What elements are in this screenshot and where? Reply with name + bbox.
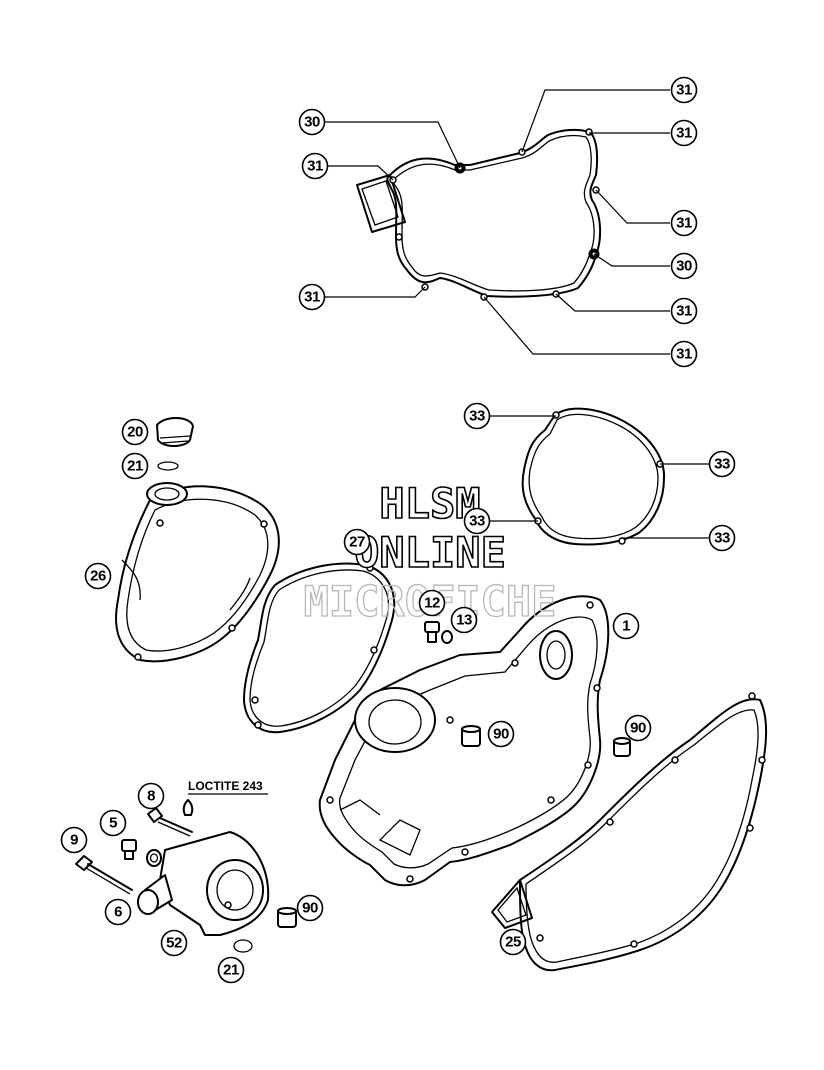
svg-text:8: 8	[147, 788, 155, 805]
bolt-8	[147, 807, 193, 837]
svg-text:26: 26	[90, 568, 106, 585]
svg-text:33: 33	[714, 456, 730, 473]
callout-33b: 33	[708, 450, 736, 478]
callout-21b: 21	[217, 956, 245, 984]
screw-5	[121, 839, 137, 860]
callout-52: 52	[160, 929, 188, 957]
callout-31a: 31	[301, 152, 329, 180]
clutch-cover-gasket	[243, 562, 396, 734]
svg-text:31: 31	[676, 303, 692, 320]
callout-6: 6	[104, 898, 132, 926]
svg-text:13: 13	[456, 612, 472, 629]
o-ring-lower	[233, 939, 253, 953]
oil-filler-plug	[156, 417, 194, 447]
callout-90c: 90	[296, 894, 324, 922]
callout-33c: 33	[463, 507, 491, 535]
svg-text:9: 9	[70, 832, 78, 849]
svg-text:31: 31	[676, 346, 692, 363]
water-pump-cover	[137, 831, 270, 936]
o-ring-upper	[157, 461, 179, 471]
bolt-9	[75, 855, 133, 895]
washer-13	[441, 630, 453, 644]
callout-27: 27	[343, 528, 371, 556]
callout-9: 9	[60, 826, 88, 854]
callout-21a: 21	[121, 452, 149, 480]
svg-text:52: 52	[166, 935, 182, 952]
svg-text:31: 31	[676, 82, 692, 99]
screw-12	[424, 621, 440, 643]
svg-text:5: 5	[109, 815, 117, 832]
callout-30a: 30	[298, 108, 326, 136]
callout-31c: 31	[670, 119, 698, 147]
svg-text:33: 33	[714, 530, 730, 547]
svg-text:90: 90	[493, 726, 509, 743]
svg-text:33: 33	[469, 408, 485, 425]
svg-text:30: 30	[676, 258, 692, 275]
callout-20: 20	[121, 418, 149, 446]
watermark-line-2: ONLINE	[354, 528, 506, 577]
callout-33d: 33	[708, 524, 736, 552]
svg-text:31: 31	[676, 215, 692, 232]
callout-90a: 90	[487, 720, 515, 748]
svg-text:21: 21	[127, 458, 143, 475]
svg-text:21: 21	[223, 962, 239, 979]
callout-8: 8	[137, 782, 165, 810]
callout-5: 5	[99, 809, 127, 837]
callout-25: 25	[499, 928, 527, 956]
svg-text:20: 20	[127, 424, 143, 441]
ignition-cover-gasket	[521, 407, 666, 546]
bushing-90-a	[461, 725, 481, 747]
loctite-drop	[182, 799, 194, 816]
leader-lines	[324, 89, 709, 539]
callout-1: 1	[612, 612, 640, 640]
cover-gasket-25	[491, 692, 768, 972]
svg-text:30: 30	[304, 114, 320, 131]
svg-text:31: 31	[307, 158, 323, 175]
svg-text:31: 31	[304, 289, 320, 306]
callout-13: 13	[450, 606, 478, 634]
callout-31b: 31	[670, 76, 698, 104]
svg-text:25: 25	[505, 934, 521, 951]
callout-30b: 30	[670, 252, 698, 280]
washer-6-inner	[149, 853, 159, 863]
svg-text:31: 31	[676, 125, 692, 142]
callout-12: 12	[418, 589, 446, 617]
bushing-90-b	[613, 737, 631, 757]
svg-text:90: 90	[302, 900, 318, 917]
callout-90b: 90	[624, 714, 652, 742]
svg-text:27: 27	[349, 534, 365, 551]
callout-26: 26	[84, 562, 112, 590]
svg-text:1: 1	[622, 618, 630, 635]
callout-31g: 31	[298, 283, 326, 311]
washer-6	[146, 849, 162, 867]
outer-clutch-cover	[115, 482, 280, 663]
svg-text:6: 6	[114, 904, 122, 921]
loctite-note: LOCTITE 243	[188, 779, 263, 793]
callout-31f: 31	[670, 340, 698, 368]
callout-31e: 31	[670, 297, 698, 325]
svg-text:90: 90	[630, 720, 646, 737]
svg-text:12: 12	[424, 595, 440, 612]
top-gasket	[356, 128, 602, 301]
callout-33a: 33	[463, 402, 491, 430]
callout-31d: 31	[670, 209, 698, 237]
svg-text:33: 33	[469, 513, 485, 530]
bushing-90-c	[277, 907, 297, 928]
